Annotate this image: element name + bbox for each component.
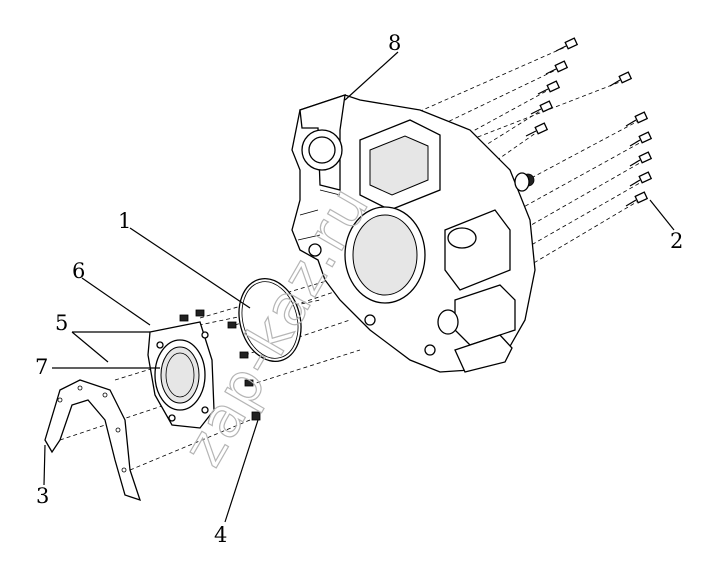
callout-5: 5 <box>55 311 68 335</box>
flywheel-housing <box>291 94 536 373</box>
rear-seal-housing <box>147 321 215 429</box>
leader-lines <box>43 51 675 523</box>
callout-1: 1 <box>118 209 131 233</box>
gasket <box>44 379 142 502</box>
callout-4: 4 <box>214 523 227 547</box>
callout-8: 8 <box>388 31 401 55</box>
watermark: zap-kaz.ru <box>171 175 383 477</box>
bolt-group <box>514 37 653 207</box>
callout-6: 6 <box>72 259 85 283</box>
o-ring <box>238 278 302 362</box>
callout-labels: 1 2 3 4 5 6 7 8 <box>35 31 683 547</box>
seal-housing-bolts <box>179 309 261 421</box>
callout-2: 2 <box>670 229 683 253</box>
callout-3: 3 <box>36 484 49 508</box>
callout-7: 7 <box>35 355 48 379</box>
